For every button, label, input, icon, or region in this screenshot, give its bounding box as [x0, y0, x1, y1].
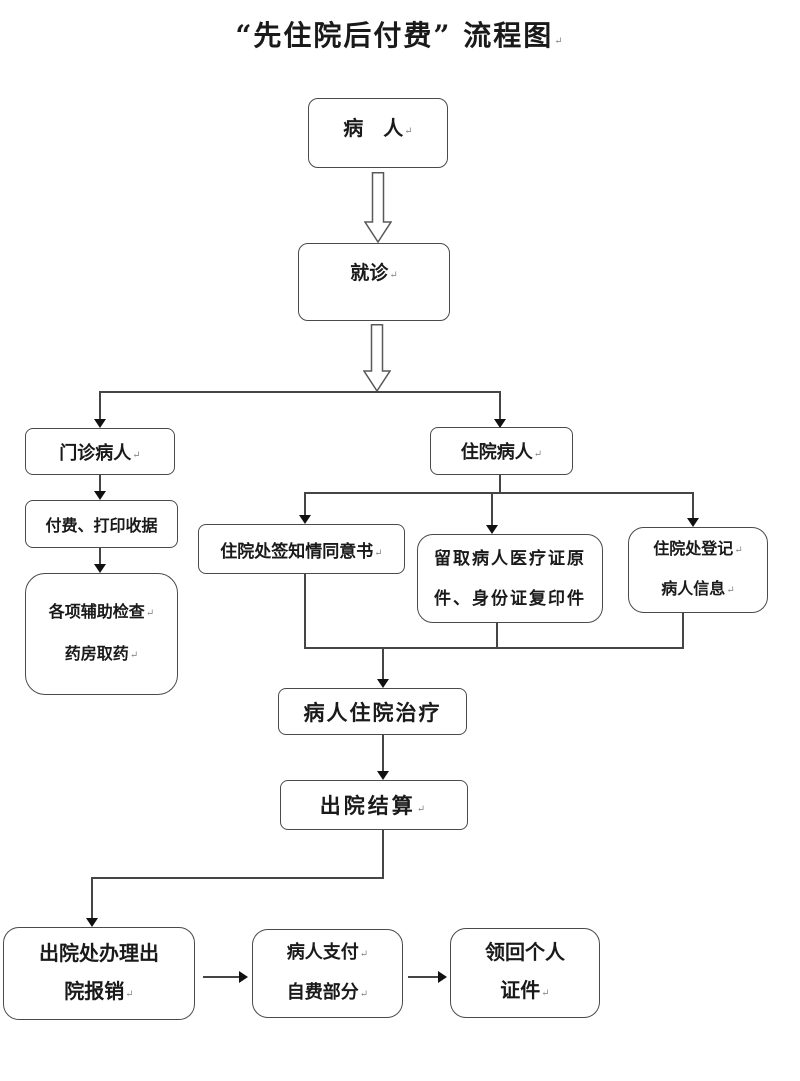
- node-label: 病 人: [343, 115, 404, 140]
- connector-payself-retrieve: [408, 976, 439, 978]
- paragraph-mark: ↵: [132, 449, 141, 461]
- paragraph-mark: ↵: [533, 449, 543, 460]
- node-label: 留取病人医疗证原: [434, 548, 586, 569]
- connector-feeder-consent: [304, 492, 306, 516]
- node-patient: 病 人↵: [308, 98, 448, 168]
- node-visit: 就诊↵: [298, 243, 450, 321]
- connector-down-reimburse: [91, 877, 93, 919]
- node-aux-check: 各项辅助检查↵ 药房取药↵: [25, 573, 178, 695]
- paragraph-mark: ↵: [389, 269, 398, 281]
- diagram-title-text: “先住院后付费” 流程图: [235, 19, 554, 52]
- connector-outpatient-payprint: [99, 475, 101, 492]
- node-label: 病人住院治疗: [303, 699, 442, 725]
- node-keep-documents: 留取病人医疗证原 件、身份证复印件: [417, 534, 603, 623]
- node-inpatient: 住院病人↵: [430, 427, 573, 475]
- arrowhead-down: [486, 525, 498, 534]
- connector-split-horizontal: [99, 391, 501, 393]
- arrowhead-right: [239, 971, 248, 983]
- connector-to-inpatient: [499, 391, 501, 419]
- node-label: 药房取药: [64, 644, 129, 663]
- node-label: 件、身份证复印件: [434, 588, 586, 609]
- node-consent: 住院处签知情同意书↵: [198, 524, 405, 574]
- connector-treatment-settlement: [382, 735, 384, 772]
- node-label: 门诊病人: [59, 442, 132, 464]
- arrowhead-down: [299, 515, 311, 524]
- node-treatment: 病人住院治疗: [278, 688, 467, 735]
- connector-converge-treatment: [382, 647, 384, 680]
- connector-feeder-register: [692, 492, 694, 519]
- connector-keepdocs-converge: [496, 623, 498, 649]
- node-label: 各项辅助检查: [48, 602, 145, 621]
- paragraph-mark: ↵: [554, 36, 565, 47]
- node-label: 院报销: [64, 978, 125, 1003]
- node-register-info: 住院处登记↵ 病人信息↵: [628, 527, 768, 613]
- node-label: 领回个人: [485, 940, 565, 964]
- node-label: 住院处登记: [653, 539, 734, 558]
- hollow-arrow-down-icon: [364, 172, 392, 243]
- arrowhead-down: [94, 419, 106, 428]
- node-pay-self: 病人支付↵ 自费部分↵: [252, 929, 403, 1018]
- arrowhead-down: [687, 518, 699, 527]
- paragraph-mark: ↵: [145, 608, 155, 619]
- arrowhead-down: [494, 419, 506, 428]
- node-label: 付费、打印收据: [45, 516, 158, 535]
- connector-payprint-aux: [99, 548, 101, 565]
- node-settlement: 出院结算↵: [280, 780, 468, 830]
- node-label: 自费部分: [286, 981, 359, 1003]
- node-reimburse: 出院处办理出 院报销↵: [3, 927, 195, 1020]
- connector-to-outpatient: [99, 391, 101, 419]
- arrowhead-down: [377, 679, 389, 688]
- paragraph-mark: ↵: [416, 804, 429, 815]
- paragraph-mark: ↵: [541, 988, 550, 999]
- paragraph-mark: ↵: [734, 545, 743, 556]
- node-label: 病人支付: [286, 941, 359, 963]
- node-label: 住院处签知情同意书: [220, 541, 374, 562]
- node-label: 证件: [500, 978, 541, 1002]
- hollow-arrow-down-icon: [363, 324, 391, 392]
- node-label: 病人信息: [661, 579, 726, 598]
- arrowhead-down: [94, 564, 106, 573]
- arrowhead-down: [377, 771, 389, 780]
- node-label: 出院处办理出: [39, 940, 159, 965]
- node-label: 就诊: [350, 261, 389, 284]
- paragraph-mark: ↵: [129, 650, 139, 661]
- connector-settlement-down: [382, 830, 384, 879]
- arrowhead-right: [438, 971, 447, 983]
- connector-register-converge: [682, 613, 684, 649]
- connector-back-horizontal: [91, 877, 384, 879]
- paragraph-mark: ↵: [404, 125, 413, 137]
- diagram-title: “先住院后付费” 流程图↵: [0, 14, 800, 54]
- connector-reimburse-payself: [203, 976, 239, 978]
- paragraph-mark: ↵: [359, 988, 369, 1000]
- paragraph-mark: ↵: [359, 948, 369, 960]
- connector-inpatient-feeder: [499, 475, 501, 494]
- connector-consent-converge: [304, 574, 306, 649]
- paragraph-mark: ↵: [125, 988, 134, 1000]
- node-label: 住院病人: [460, 442, 533, 463]
- arrowhead-down: [86, 918, 98, 927]
- node-pay-print: 付费、打印收据: [25, 500, 178, 548]
- paragraph-mark: ↵: [726, 585, 735, 596]
- node-label: 出院结算: [319, 793, 416, 818]
- arrowhead-down: [94, 491, 106, 500]
- connector-converge-horizontal: [304, 647, 684, 649]
- node-retrieve-documents: 领回个人 证件↵: [450, 928, 600, 1018]
- paragraph-mark: ↵: [374, 547, 383, 559]
- connector-feeder-keepdocs: [491, 492, 493, 526]
- node-outpatient: 门诊病人↵: [25, 428, 175, 475]
- connector-feeder-horizontal: [304, 492, 694, 494]
